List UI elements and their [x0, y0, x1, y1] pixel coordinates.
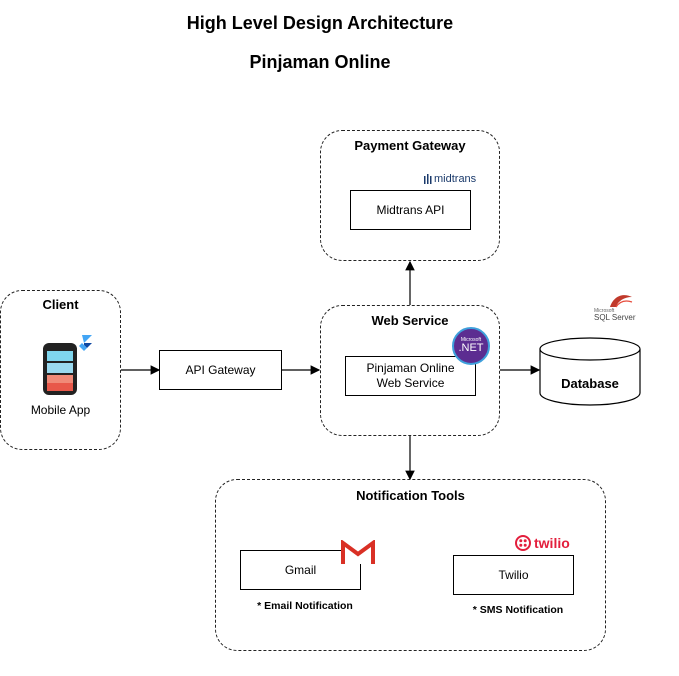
- web-service-group: [320, 305, 500, 436]
- pinjaman-web-service-line1: Pinjaman Online: [366, 361, 455, 375]
- mobile-app-icon: [43, 335, 92, 395]
- database-cylinder: [539, 337, 641, 406]
- api-gateway-box: API Gateway: [159, 350, 282, 390]
- twilio-note: * SMS Notification: [472, 604, 564, 616]
- diagram-title: High Level Design Architecture: [186, 13, 454, 33]
- client-label: Client: [42, 297, 79, 312]
- diagram-subtitle: Pinjaman Online: [249, 52, 391, 72]
- midtrans-icon: [424, 174, 432, 184]
- midtrans-api-box: Midtrans API: [350, 190, 471, 230]
- gmail-label: Gmail: [284, 562, 317, 577]
- gmail-icon: [341, 540, 375, 564]
- sql-server-logo: Microsoft SQL Server: [594, 293, 642, 325]
- dotnet-logo-icon: Microsoft .NET: [452, 327, 490, 365]
- pinjaman-web-service-box: Pinjaman Online Web Service: [345, 356, 476, 396]
- twilio-label: Twilio: [498, 567, 529, 582]
- midtrans-logo-text: midtrans: [434, 173, 477, 185]
- notification-tools-label: Notification Tools: [356, 488, 465, 503]
- database-label: Database: [561, 376, 619, 391]
- client-group: [0, 290, 121, 450]
- dotnet-logo-small: Microsoft: [460, 337, 482, 343]
- flutter-icon: [82, 335, 92, 343]
- gmail-note: * Email Notification: [257, 600, 353, 612]
- notification-tools-group: [215, 479, 606, 651]
- twilio-logo-text: twilio: [534, 535, 570, 551]
- twilio-box: Twilio: [453, 555, 574, 595]
- dotnet-logo-text: .NET: [458, 342, 484, 354]
- sql-server-logo-text: SQL Server: [594, 313, 636, 322]
- payment-gateway-label: Payment Gateway: [354, 138, 466, 153]
- api-gateway-label: API Gateway: [185, 362, 256, 377]
- gmail-box: Gmail: [240, 550, 361, 590]
- sql-server-icon: [610, 295, 633, 308]
- sql-server-logo-small: Microsoft: [594, 308, 615, 314]
- midtrans-api-label: Midtrans API: [376, 202, 445, 217]
- web-service-label: Web Service: [371, 313, 449, 328]
- twilio-icon: [515, 535, 531, 551]
- midtrans-logo: midtrans: [424, 172, 476, 186]
- pinjaman-web-service-line2: Web Service: [376, 376, 445, 390]
- payment-gateway-group: [320, 130, 500, 261]
- mobile-app-label: Mobile App: [30, 403, 91, 417]
- twilio-logo: twilio: [515, 535, 570, 551]
